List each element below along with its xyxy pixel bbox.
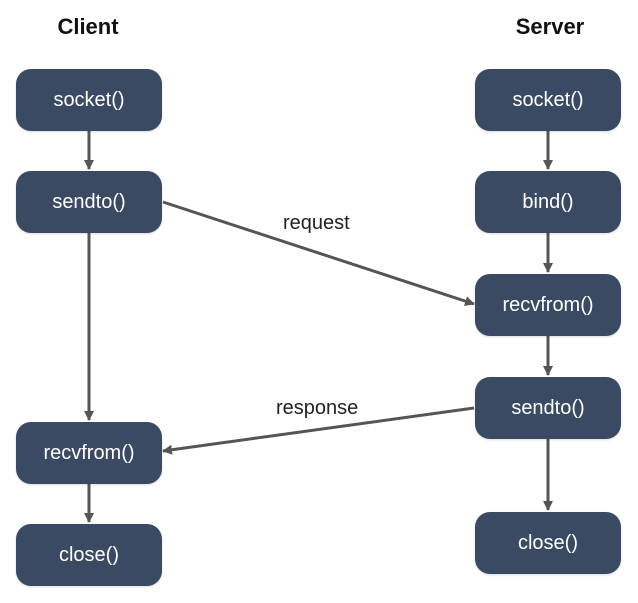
response-label: response bbox=[276, 397, 359, 419]
client-close-node: close() bbox=[16, 524, 162, 586]
server-column-title: Server bbox=[515, 14, 585, 39]
arrow-response bbox=[162, 406, 475, 455]
server-sendto-node: sendto() bbox=[475, 377, 621, 439]
server-close-node: close() bbox=[475, 512, 621, 574]
server-recvfrom-node: recvfrom() bbox=[475, 274, 621, 336]
request-label: request bbox=[283, 212, 350, 234]
server-socket-node: socket() bbox=[475, 69, 621, 131]
arrow-request bbox=[162, 200, 475, 306]
client-sendto-node: sendto() bbox=[16, 171, 162, 233]
server-bind-node: bind() bbox=[475, 171, 621, 233]
client-recvfrom-node: recvfrom() bbox=[16, 422, 162, 484]
client-socket-node: socket() bbox=[16, 69, 162, 131]
client-column-title: Client bbox=[57, 14, 119, 39]
